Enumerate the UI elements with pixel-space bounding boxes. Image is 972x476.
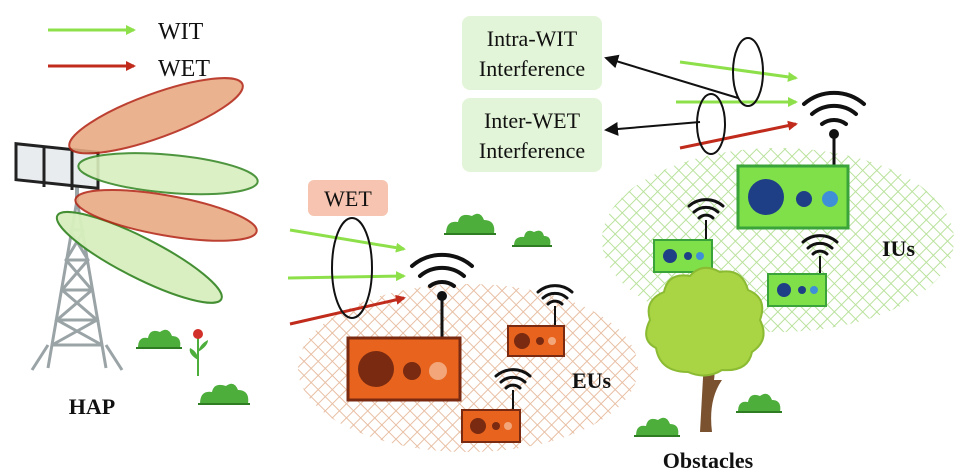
inter-wet-pointer-arrow-icon (604, 121, 701, 136)
bush-icon (136, 329, 182, 349)
eu-device-right (507, 284, 574, 357)
legend-wet: WET (48, 56, 210, 82)
wet-beam-high (68, 77, 244, 155)
intra-wit-pointer-arrow-icon (604, 54, 739, 99)
bush-icon (444, 213, 496, 235)
wifi-icon (410, 252, 474, 301)
intra-wit-box-bg (462, 16, 602, 90)
iu-device-main (736, 90, 866, 230)
bush-icon (512, 230, 552, 247)
legend-wet-label: WET (158, 56, 210, 82)
hap-label: HAP (69, 394, 115, 419)
wit-beam-mid (77, 152, 259, 196)
wifi-icon (687, 198, 725, 220)
flower-icon (189, 329, 208, 376)
wit-arrow-icon (679, 60, 798, 82)
wet-beam-low (74, 189, 258, 242)
beam-group-ellipse (331, 217, 373, 319)
wit-beam-low (55, 210, 223, 304)
inter-wet-line2: Interference (479, 138, 585, 163)
wet-tag-label: WET (324, 186, 372, 211)
tree-icon (645, 266, 765, 432)
eu-device-main (346, 252, 474, 402)
eu-incoming-beams (287, 217, 406, 326)
inter-wet-box: Inter-WET Interference (462, 98, 602, 172)
wifi-icon (494, 368, 532, 390)
inter-wet-ellipse (696, 93, 726, 155)
legend: WIT WET (48, 19, 210, 82)
wit-arrow-icon (287, 271, 406, 282)
obstacles-label: Obstacles (663, 448, 754, 473)
eus-label: EUs (572, 368, 612, 393)
wifi-icon (801, 234, 839, 256)
iu-incoming-beams (604, 37, 798, 155)
intra-wit-line2: Interference (479, 56, 585, 81)
tower-feet (30, 344, 124, 371)
tower-braces (51, 229, 103, 347)
wet-arrow-icon (289, 294, 406, 326)
inter-wet-box-bg (462, 98, 602, 172)
wifi-icon (536, 284, 574, 306)
iu-device-bottom (767, 234, 839, 307)
wit-arrow-icon (289, 228, 406, 253)
bush-icon (736, 393, 782, 413)
wet-tag: WET (308, 180, 388, 216)
bush-icon (198, 383, 250, 405)
ius-label: IUs (882, 236, 915, 261)
bush-icon (634, 417, 680, 437)
iu-device-left (653, 198, 725, 273)
intra-wit-line1: Intra-WIT (487, 26, 578, 51)
legend-wit: WIT (48, 19, 204, 45)
inter-wet-line1: Inter-WET (484, 108, 581, 133)
intra-wit-box: Intra-WIT Interference (462, 16, 602, 90)
eu-device-bottom (461, 368, 532, 443)
wet-tag-box (308, 180, 388, 216)
intra-wit-ellipse (732, 37, 764, 107)
wet-arrow-icon (679, 120, 798, 150)
wifi-icon (802, 90, 866, 139)
hap-beams (55, 77, 259, 304)
legend-wit-label: WIT (158, 19, 204, 45)
